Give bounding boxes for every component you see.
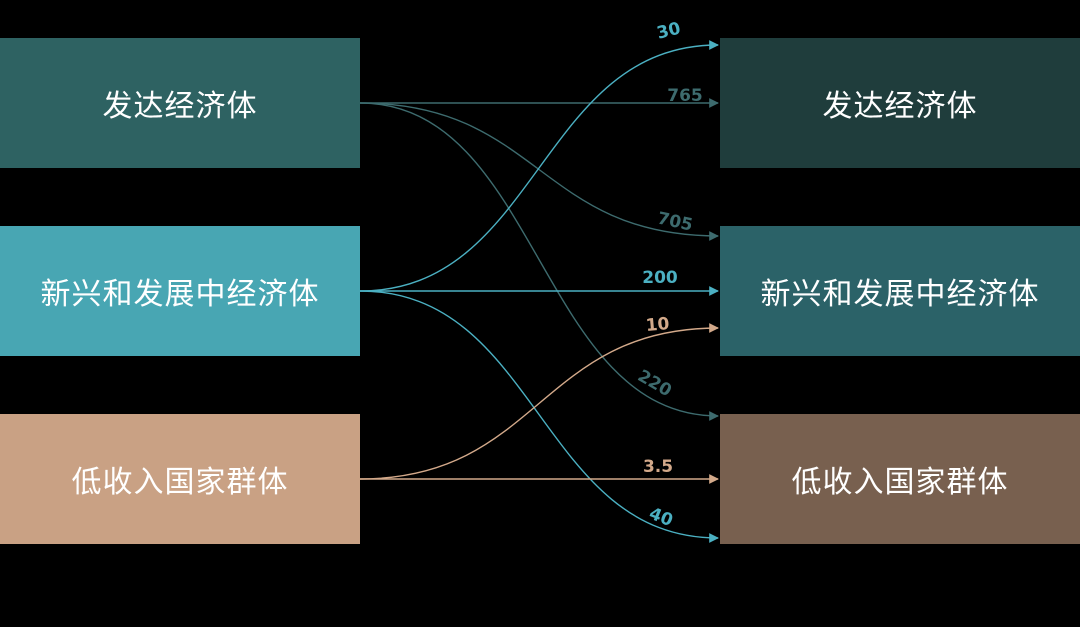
source-node-low-income: 低收入国家群体	[0, 414, 360, 544]
source-node-label: 低收入国家群体	[71, 465, 289, 500]
flow-value-label: 30	[655, 19, 683, 44]
flow-link-1-0	[359, 40, 719, 292]
flow-value-label: 10	[645, 314, 670, 336]
flow-link-1-2	[359, 290, 719, 543]
flow-value-label: 705	[656, 209, 695, 236]
flow-link-2-1	[359, 323, 719, 480]
target-node-emerging: 新兴和发展中经济体	[720, 226, 1080, 356]
target-node-label: 新兴和发展中经济体	[760, 277, 1040, 312]
target-node-label: 低收入国家群体	[791, 465, 1009, 500]
flow-value-label: 765	[667, 86, 703, 106]
target-node-developed: 发达经济体	[720, 38, 1080, 168]
source-node-label: 发达经济体	[102, 89, 258, 124]
target-node-label: 发达经济体	[822, 89, 978, 124]
flow-value-label: 200	[642, 268, 678, 288]
flow-value-label: 3.5	[643, 457, 673, 477]
flow-link-0-2	[359, 102, 719, 421]
flow-value-label: 220	[634, 366, 675, 401]
flow-link-0-1	[359, 102, 719, 241]
source-node-label: 新兴和发展中经济体	[40, 277, 320, 312]
flow-value-label: 40	[646, 504, 676, 531]
target-node-low-income: 低收入国家群体	[720, 414, 1080, 544]
source-node-emerging: 新兴和发展中经济体	[0, 226, 360, 356]
source-node-developed: 发达经济体	[0, 38, 360, 168]
